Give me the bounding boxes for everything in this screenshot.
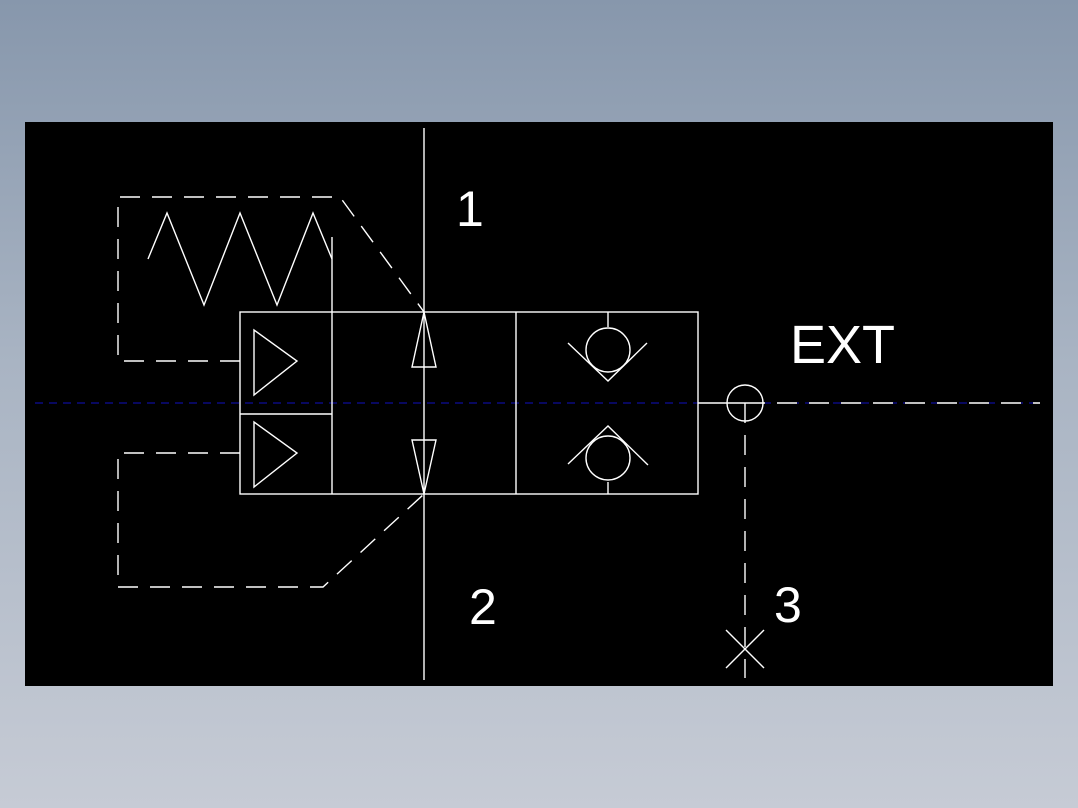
check-valve-upper: [567, 312, 648, 382]
pilot-line-upper: [117, 196, 425, 362]
flow-arrow-down: [411, 439, 437, 495]
port-label-3: 3: [774, 577, 802, 633]
ext-connection: [698, 384, 1040, 678]
port-label-2: 2: [469, 579, 497, 635]
ext-label: EXT: [790, 315, 895, 375]
spring-icon: [147, 211, 333, 307]
drawing-canvas[interactable]: [25, 122, 1053, 686]
pilot-triangle-upper: [253, 328, 299, 397]
plugged-port-x-icon: [725, 629, 765, 669]
port-label-1: 1: [456, 181, 484, 237]
flow-arrow-up: [411, 311, 437, 368]
pilot-line-lower: [117, 452, 425, 588]
check-valve-lower: [567, 425, 649, 494]
pilot-triangle-lower: [253, 420, 299, 489]
